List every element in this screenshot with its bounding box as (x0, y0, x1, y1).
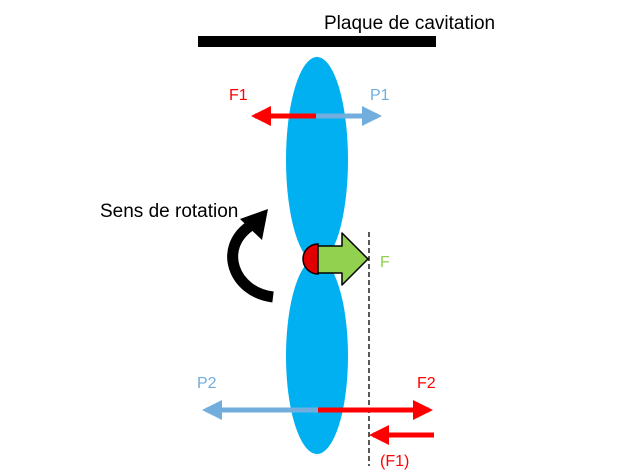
f1-paren-label: (F1) (380, 453, 409, 470)
plate-label: Plaque de cavitation (324, 13, 495, 34)
lower-blade (286, 258, 348, 454)
hub-icon (302, 243, 319, 275)
cavitation-plate (198, 36, 436, 47)
rotation-label: Sens de rotation (100, 201, 238, 222)
thrust-arrow (316, 232, 369, 286)
f-label: F (380, 254, 390, 271)
p2-label: P2 (197, 375, 217, 392)
curved-arrow-icon (227, 209, 275, 303)
f2-label: F2 (417, 375, 436, 392)
p1-label: P1 (370, 87, 390, 104)
f1-label: F1 (229, 87, 248, 104)
upper-blade (286, 57, 348, 263)
